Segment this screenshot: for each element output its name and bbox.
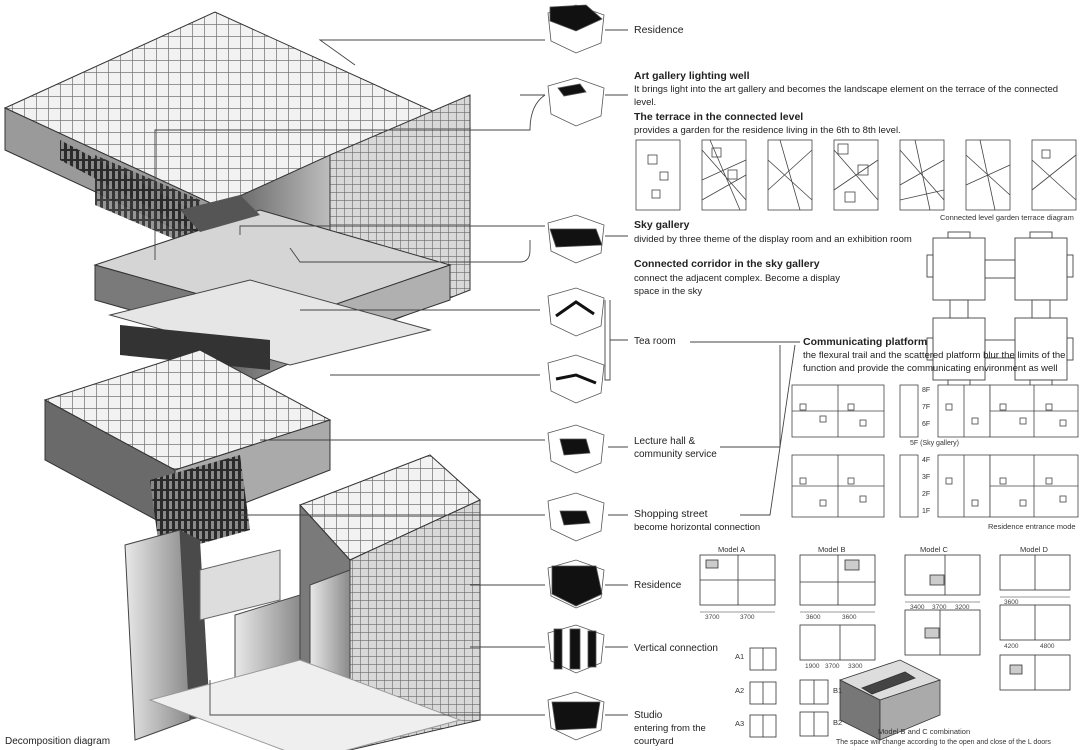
desc-communicating-platform: the flexural trail and the scattered pla… [803, 350, 1066, 374]
caption-combination: Model B and C combination [878, 727, 971, 736]
model-c-title: Model C [920, 545, 948, 554]
terrace-diagrams [635, 139, 1077, 211]
label-lighting-well: Art gallery lighting well [634, 70, 750, 82]
unit-a2: A2 [735, 686, 745, 695]
floor-6f: 6F [922, 421, 931, 428]
dim-c-1: 3400 [910, 604, 925, 611]
desc-terrace: provides a garden for the residence livi… [634, 125, 901, 136]
model-d-title: Model D [1020, 545, 1048, 554]
dim-a-2: 3700 [740, 614, 755, 621]
dim-b-5: 3300 [848, 663, 863, 670]
desc-studio: entering from the courtyard [634, 723, 706, 747]
dim-b-3: 1900 [805, 663, 820, 670]
dim-d-3: 4800 [1040, 643, 1055, 650]
label-lecture-hall: Lecture hall & community service [634, 435, 734, 461]
unit-a3: A3 [735, 719, 745, 728]
caption-terrace-diagram: Connected level garden terrace diagram [940, 213, 1074, 222]
exploded-axonometric [3, 11, 481, 750]
desc-shopping-street: become horizontal connection [634, 522, 761, 533]
label-shopping-street: Shopping street [634, 508, 708, 520]
desc-lighting-well: It brings light into the art gallery and… [634, 84, 1059, 108]
thumbnails [547, 4, 605, 741]
label-connected-corridor: Connected corridor in the sky gallery [634, 258, 820, 270]
dim-c-3: 3200 [955, 604, 970, 611]
dim-b-2: 3600 [842, 614, 857, 621]
floor-5f-sky-gallery: 5F (Sky gallery) [910, 440, 960, 447]
label-residence-lower: Residence [634, 580, 682, 591]
floor-4f: 4F [922, 457, 931, 464]
dim-c-2: 3700 [932, 604, 947, 611]
floor-8f: 8F [922, 387, 931, 394]
caption-entrance-mode: Residence entrance mode [988, 522, 1076, 531]
dim-b-1: 3600 [806, 614, 821, 621]
entrance-mode-diagrams [791, 384, 1079, 518]
leader-lines [154, 29, 800, 716]
unit-b2: B2 [833, 718, 843, 727]
caption-combination-note: The space will change according to the o… [836, 739, 1051, 746]
desc-sky-gallery: divided by three theme of the display ro… [634, 234, 912, 245]
label-communicating-platform: Communicating platform [803, 336, 928, 348]
unit-b1: B1 [833, 686, 843, 695]
label-lecture-hall-text: Lecture hall & community service [634, 436, 717, 460]
model-a-title: Model A [718, 545, 746, 554]
model-plans [699, 554, 1071, 738]
combination-axon [838, 659, 942, 741]
unit-a1: A1 [735, 652, 745, 661]
label-studio: Studio [634, 710, 663, 721]
model-b-title: Model B [818, 545, 846, 554]
floor-2f: 2F [922, 491, 931, 498]
desc-connected-corridor: connect the adjacent complex. Become a d… [634, 273, 840, 297]
floor-1f: 1F [922, 508, 931, 515]
label-vertical-connection: Vertical connection [634, 643, 718, 654]
label-sky-gallery: Sky gallery [634, 219, 690, 231]
label-tea-room: Tea room [634, 336, 676, 347]
diagram-title: Decomposition diagram [5, 736, 111, 747]
label-residence-top: Residence [634, 24, 684, 36]
floor-3f: 3F [922, 474, 931, 481]
dim-d-2: 4200 [1004, 643, 1019, 650]
dim-d-1: 3600 [1004, 599, 1019, 606]
floor-7f: 7F [922, 404, 931, 411]
dim-b-4: 3700 [825, 663, 840, 670]
dim-a-1: 3700 [705, 614, 720, 621]
label-terrace: The terrace in the connected level [634, 111, 804, 123]
